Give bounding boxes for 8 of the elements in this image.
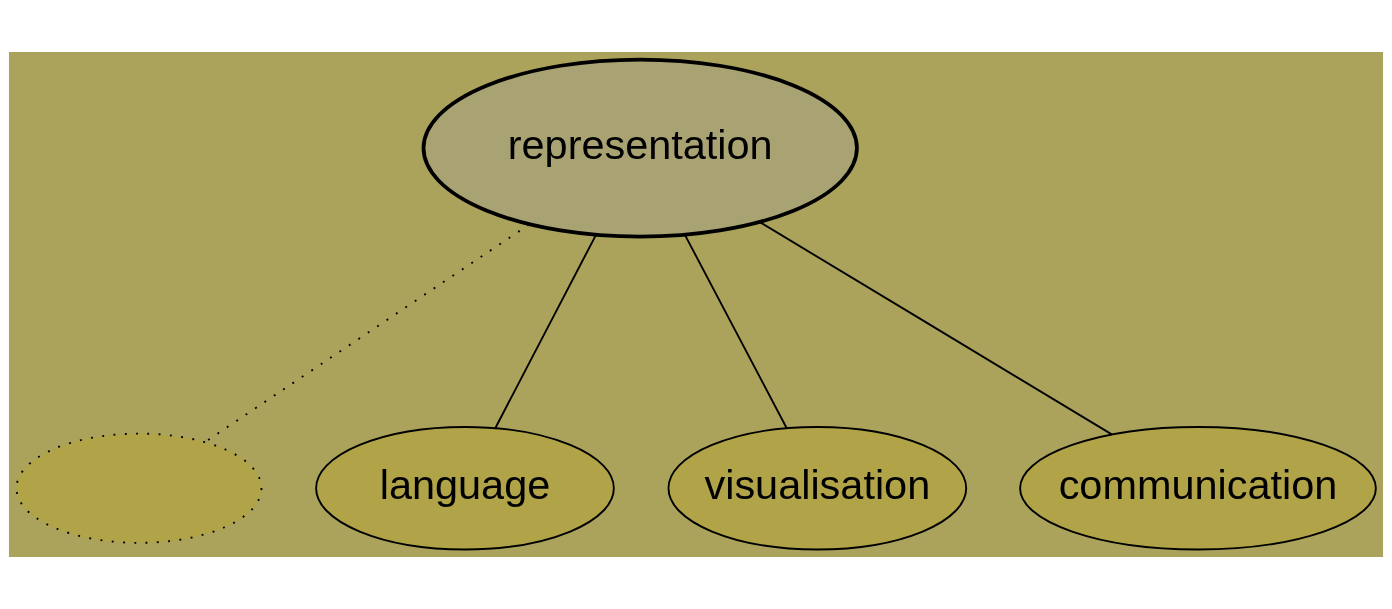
connector xyxy=(494,233,597,429)
node-ellipse: language xyxy=(315,426,615,551)
node-ellipse xyxy=(15,432,263,544)
node-ellipse: visualisation xyxy=(667,426,968,551)
node-ellipse: communication xyxy=(1019,426,1377,551)
node-ellipse: representation xyxy=(421,57,859,239)
connector xyxy=(683,233,788,429)
connector xyxy=(758,221,1114,436)
